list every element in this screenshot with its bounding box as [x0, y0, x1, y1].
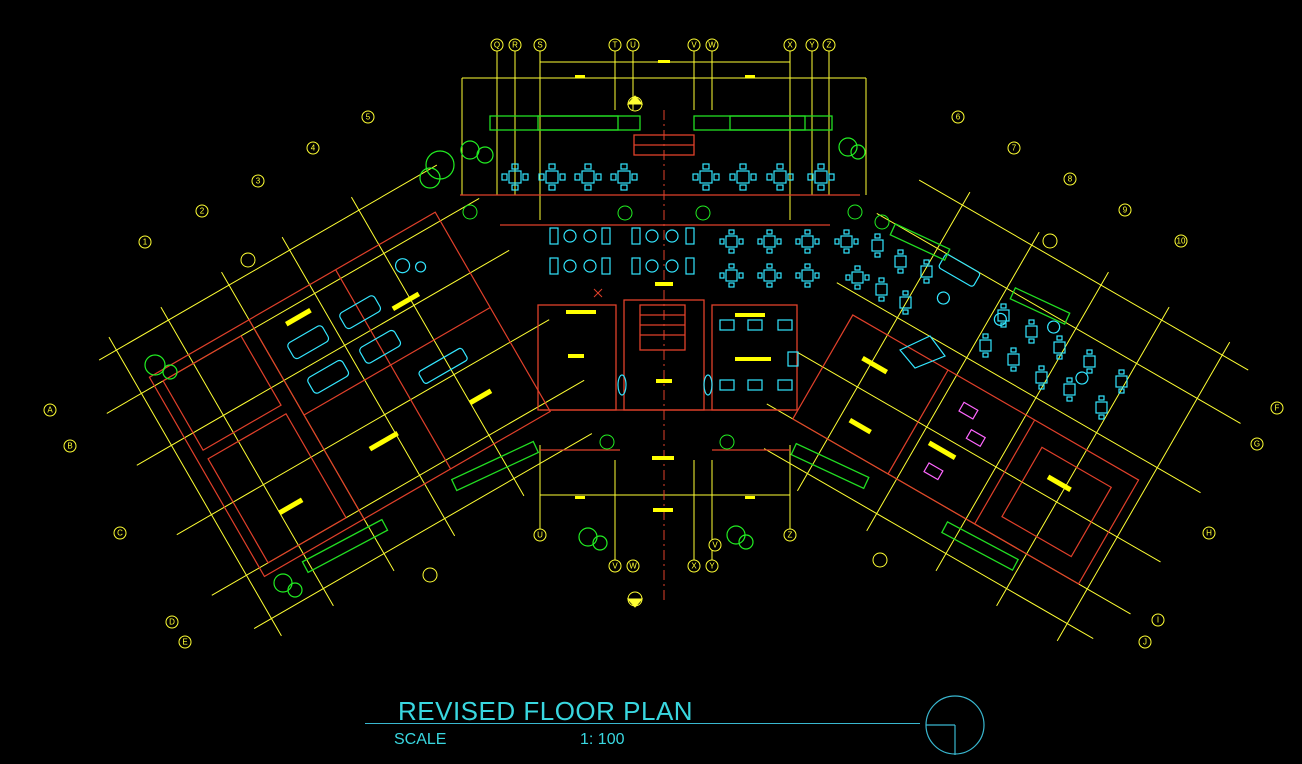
dining-tables [501, 163, 1128, 420]
grid-label-right_wing: I [1157, 616, 1159, 625]
grid-label-bottom: V [712, 541, 718, 550]
grid-label-left_wing: A [47, 406, 53, 415]
grid-label-left_wing: B [67, 442, 72, 451]
planters [301, 115, 1071, 574]
grid-label-top: X [787, 41, 793, 50]
grid-label-right_wing: F [1275, 404, 1280, 413]
central-annotations [566, 60, 771, 512]
grid-label-right_wing: 10 [1177, 237, 1186, 246]
grid-label-left_wing: 1 [143, 238, 148, 247]
grid-label-left_wing: 3 [256, 177, 261, 186]
shrubs [462, 204, 890, 450]
grid-label-right_wing: 7 [1012, 144, 1017, 153]
grid-label-bottom: W [629, 562, 637, 571]
grid-label-top: T [613, 41, 618, 50]
grid-label-left_wing: 2 [200, 207, 205, 216]
central-grid [461, 50, 867, 560]
scale-label: SCALE [394, 731, 447, 748]
grid-label-bottom: U [537, 531, 543, 540]
grid-label-top: U [630, 41, 636, 50]
trees [144, 137, 866, 598]
scale-value: 1: 100 [580, 731, 625, 748]
grid-label-top: Y [809, 41, 815, 50]
grid-label-right_wing: 6 [956, 113, 961, 122]
grid-label-bottom: V [612, 562, 618, 571]
grid-label-right_wing: 9 [1123, 206, 1128, 215]
grid-label-top: R [512, 41, 518, 50]
drawing-title: REVISED FLOOR PLAN [398, 696, 694, 726]
grid-label-layer: Q R S T U V W X Y Z U V W X Y V Z 1 2 3 4 5A B C D E 6 7 8 9 10F G H I J [47, 41, 1279, 647]
grid-label-bottom: Z [788, 531, 793, 540]
grid-label-right_wing: J [1143, 638, 1147, 647]
grid-label-left_wing: 4 [311, 144, 316, 153]
grid-label-left_wing: D [169, 618, 175, 627]
grid-label-top: W [708, 41, 716, 50]
north-arrow-icon [925, 695, 985, 755]
grid-label-top: V [691, 41, 697, 50]
grid-label-top: S [537, 41, 542, 50]
title-underline [365, 723, 920, 724]
grid-label-left_wing: C [117, 529, 123, 538]
grid-label-bottom: X [691, 562, 697, 571]
central-walls [460, 134, 860, 451]
grid-label-bottom: Y [709, 562, 715, 571]
section-markers [240, 95, 1058, 608]
grid-label-right_wing: H [1206, 529, 1212, 538]
grid-label-top: Z [827, 41, 832, 50]
grid-label-top: Q [494, 41, 500, 50]
left-wing [98, 164, 593, 637]
grid-label-right_wing: 8 [1068, 175, 1073, 184]
grid-bubbles [43, 38, 1284, 649]
grid-label-right_wing: G [1254, 440, 1260, 449]
grid-label-left_wing: 5 [366, 113, 371, 122]
grid-label-left_wing: E [182, 638, 187, 647]
right-wing [763, 179, 1249, 642]
x-marker [593, 288, 603, 298]
